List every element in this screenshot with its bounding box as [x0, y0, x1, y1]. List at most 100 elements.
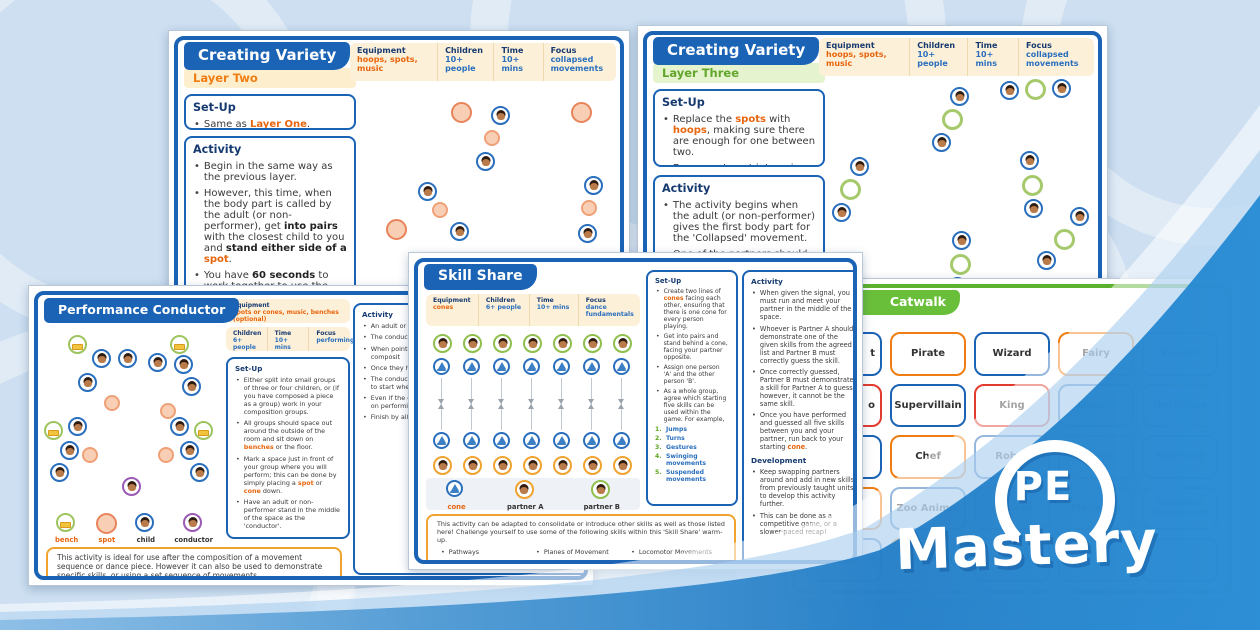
- bullet: •Once correctly guessed, Partner B must …: [752, 367, 855, 408]
- character-card: Queen: [1058, 383, 1134, 428]
- character-card: Fairy: [1058, 332, 1134, 376]
- bullet: •The activity begins when the adult (or …: [663, 200, 815, 244]
- cone-icon: [463, 432, 480, 449]
- hoop-icon: [1054, 229, 1075, 250]
- bench-icon: [56, 513, 76, 532]
- partner-b-icon: [583, 334, 602, 353]
- partner-a-icon: [523, 456, 542, 475]
- partner-a-icon: [553, 456, 572, 475]
- hoop-icon: [950, 254, 971, 275]
- setup-box: Set-Up •Create two lines of cones facing…: [646, 270, 738, 506]
- partner-a-icon: [433, 456, 452, 475]
- logo-pe-text: PE: [1013, 464, 1073, 510]
- legend-partner-b: partner B: [584, 480, 620, 511]
- bullet: •Create two lines of cones facing each o…: [656, 288, 727, 331]
- child-icon: [950, 87, 969, 106]
- bullet: •Same as Layer One.: [194, 119, 311, 130]
- note-skill: •Kinesphere: [441, 559, 485, 564]
- logo-mastery-text: Mastery: [893, 509, 1159, 584]
- adaptation-note: This activity can be adapted to consolid…: [426, 514, 736, 564]
- facing-line: [498, 378, 504, 430]
- hoop-icon: [840, 179, 861, 200]
- partner-a-icon: [514, 480, 534, 499]
- child-icon: [170, 417, 189, 436]
- child-icon: [1020, 151, 1039, 170]
- partner-a-icon: [463, 456, 482, 475]
- bullet: •Either split into small groups of three…: [236, 376, 340, 417]
- child-icon: [1024, 199, 1043, 218]
- spot-icon: [484, 130, 500, 146]
- child-icon: [450, 222, 469, 241]
- child-icon: [174, 355, 193, 374]
- child-icon: [476, 152, 495, 171]
- spot-icon: [581, 200, 597, 216]
- cone-icon: [493, 358, 510, 375]
- child-icon: [1070, 207, 1089, 226]
- spot-icon: [82, 447, 98, 463]
- bullet: •When given the signal, you must run and…: [752, 289, 852, 322]
- partner-b-icon: [433, 334, 452, 353]
- tip-note: This activity is ideal for use after the…: [46, 547, 342, 576]
- child-icon: [1000, 81, 1019, 100]
- layer-banner: Layer Three: [653, 63, 825, 83]
- bullet: •Have an adult or non-performer stand in…: [236, 497, 340, 530]
- facing-line: [588, 378, 594, 430]
- skill-item: 4.Swinging movements: [655, 453, 707, 468]
- partner-b-icon: [463, 334, 482, 353]
- cones-lines-diagram: [426, 334, 640, 475]
- bullet: •All groups should space out around the …: [236, 419, 333, 452]
- facing-line: [468, 378, 474, 430]
- hoop-icon: [1025, 79, 1046, 100]
- bench-icon: [68, 335, 87, 354]
- note-skill: •Canon/Unison: [536, 559, 589, 564]
- character-card: King: [974, 383, 1050, 428]
- setup-box: Set-Up •Replace the spots with hoops, ma…: [653, 89, 825, 167]
- cone-icon: [433, 432, 450, 449]
- card-title: Creating Variety: [653, 37, 820, 65]
- diagram-legend: cone partner A partner B: [426, 478, 640, 511]
- conductor-icon: [122, 477, 141, 496]
- development-title: Development: [751, 456, 807, 466]
- cone-icon: [523, 432, 540, 449]
- child-icon: [584, 176, 603, 195]
- child-icon: [578, 224, 597, 243]
- bullet: •As a whole group, agree which starting …: [656, 388, 727, 424]
- cone-icon: [583, 358, 600, 375]
- child-icon: [850, 157, 869, 176]
- bullet: •Mark a space just in front of your grou…: [236, 454, 337, 495]
- bench-icon: [44, 421, 63, 440]
- bullet: •However, this time, when the body part …: [194, 188, 347, 265]
- legend-conductor: conductor: [174, 513, 213, 544]
- partner-b-icon: [493, 334, 512, 353]
- note-skills-list: •Pathways•Planes of Movement•Locomotor M…: [437, 545, 725, 564]
- bench-icon: [170, 335, 189, 354]
- child-icon: [418, 182, 437, 201]
- cone-icon: [583, 432, 600, 449]
- note-skill: •Pathways: [441, 548, 480, 556]
- spot-icon: [432, 202, 448, 218]
- partner-a-icon: [493, 456, 512, 475]
- activity-box: Activity •When given the signal, you mus…: [742, 270, 855, 560]
- hoop-icon: [1022, 175, 1043, 196]
- character-card: Detective: [1142, 383, 1218, 428]
- hoop-icon: [942, 109, 963, 130]
- bullet: •Once you have performed and guessed all…: [752, 411, 847, 452]
- spot-icon: [158, 447, 174, 463]
- setup-title: Set-Up: [193, 101, 236, 114]
- setup-box: Set-Up •Either split into small groups o…: [226, 357, 350, 539]
- bench-icon: [194, 421, 213, 440]
- note-text: This activity can be adapted to consolid…: [437, 520, 725, 544]
- child-icon: [491, 106, 510, 125]
